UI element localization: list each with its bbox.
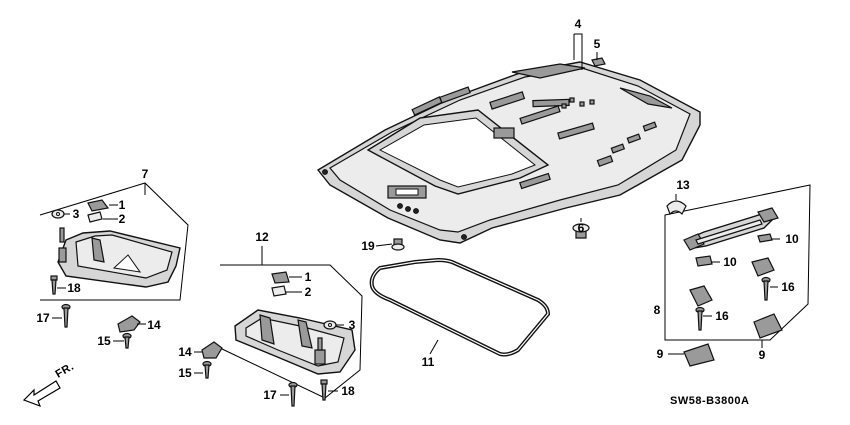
leader-lines — [52, 33, 780, 396]
sunroof-seal-part — [369, 257, 551, 357]
hook-14a-part — [117, 315, 141, 333]
diagram-reference-code: SW58-B3800A — [670, 395, 749, 407]
visor-nut-3a-part — [51, 209, 65, 219]
callout-4: 4 — [575, 17, 582, 31]
callout-18a: 18 — [67, 281, 81, 295]
callout-14a: 14 — [147, 318, 161, 332]
bracket-left-part — [689, 285, 713, 307]
right-sun-visor-part — [234, 309, 356, 375]
visor-clip-1a-part — [87, 199, 110, 212]
bracket-right-part — [751, 257, 775, 277]
clip-5-part — [591, 57, 606, 67]
callout-19: 19 — [361, 239, 375, 253]
clip-10b-part — [695, 255, 713, 267]
callout-8: 8 — [654, 303, 661, 317]
callout-16b: 16 — [715, 309, 729, 323]
clip-13-part — [666, 200, 687, 216]
visor-group-7-frame — [39, 182, 189, 301]
callout-9a: 9 — [657, 347, 664, 361]
visor-nut-3b-part — [323, 320, 337, 330]
callout-3a: 3 — [73, 207, 80, 221]
screw-17a-part — [61, 303, 71, 328]
clip-6-part — [572, 223, 590, 239]
callout-14b: 14 — [178, 345, 192, 359]
callout-13: 13 — [676, 178, 690, 192]
callout-6: 6 — [578, 221, 585, 235]
front-direction-label: FR. — [54, 361, 77, 381]
callout-18b: 18 — [341, 384, 355, 398]
callout-2b: 2 — [305, 285, 312, 299]
screw-16a-part — [761, 276, 771, 301]
grab-handle-group-frame — [664, 184, 811, 341]
callout-17b: 17 — [263, 388, 277, 402]
screw-15b-part — [202, 360, 212, 379]
callout-15b: 15 — [178, 366, 192, 380]
visor-group-12-frame — [219, 264, 363, 399]
callout-12: 12 — [255, 230, 269, 244]
screw-15a-part — [122, 332, 132, 349]
clip-10a-part — [757, 233, 773, 243]
callout-10b: 10 — [723, 255, 737, 269]
screw-17b-part — [288, 381, 298, 407]
grab-handle-part — [683, 207, 779, 251]
visor-spring-2a-part — [87, 211, 103, 223]
callout-11: 11 — [422, 355, 435, 369]
screw-18b-part — [320, 379, 328, 401]
visor-spring-2b-part — [271, 285, 287, 297]
left-sun-visor-part — [57, 227, 181, 288]
callout-17a: 17 — [36, 311, 50, 325]
screw-16b-part — [695, 306, 705, 331]
callout-10a: 10 — [785, 232, 799, 246]
front-direction-arrow: FR. — [22, 361, 77, 408]
callout-1a: 1 — [119, 198, 126, 212]
clip-19-part — [391, 238, 405, 251]
callout-labels: 4 5 6 19 11 7 1 2 3 18 17 14 15 12 1 2 3… — [36, 17, 799, 402]
callout-16a: 16 — [781, 280, 795, 294]
hook-14b-part — [201, 341, 223, 359]
headliner-part — [316, 61, 701, 244]
callout-7: 7 — [142, 167, 149, 181]
callout-5: 5 — [594, 37, 601, 51]
callout-9b: 9 — [759, 348, 766, 362]
visor-clip-1b-part — [271, 271, 290, 284]
callout-3b: 3 — [349, 318, 356, 332]
screw-18a-part — [50, 275, 58, 295]
cover-9b-part — [753, 313, 783, 339]
callout-15a: 15 — [97, 334, 111, 348]
callout-2a: 2 — [119, 212, 126, 226]
cover-9a-part — [683, 343, 715, 367]
callout-1b: 1 — [305, 270, 312, 284]
